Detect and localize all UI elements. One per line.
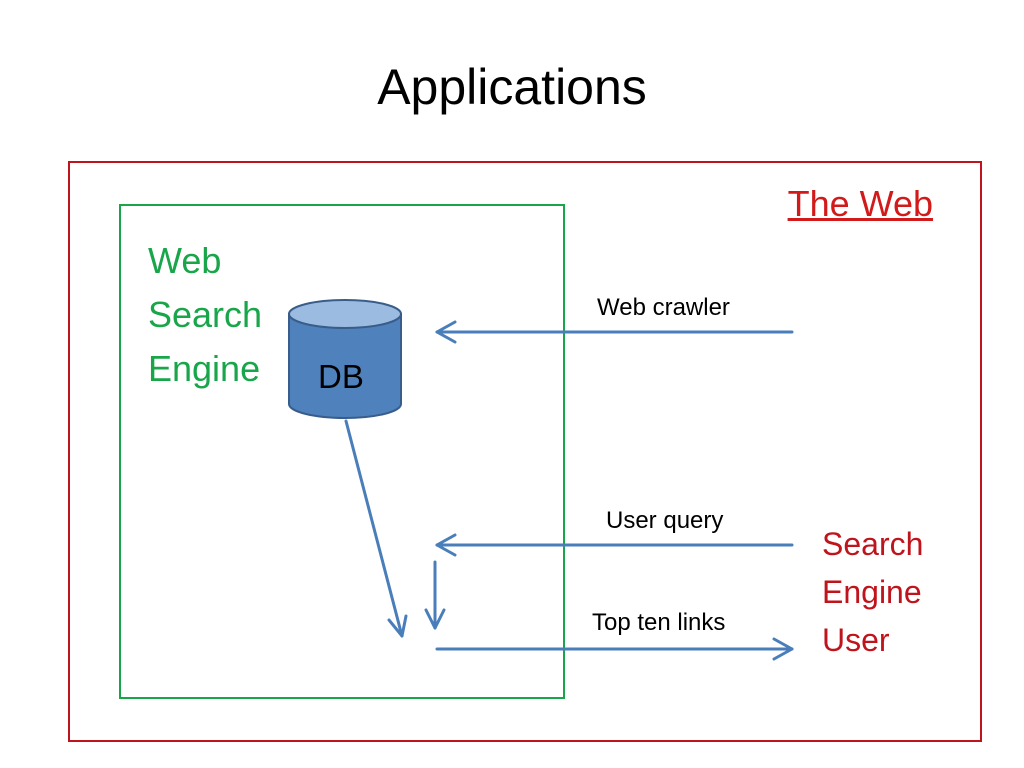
query-down-arrow <box>424 560 446 630</box>
web-crawler-arrow <box>435 320 794 344</box>
search-engine-user-label-line: Search <box>822 526 924 562</box>
database-label: DB <box>318 358 364 395</box>
top-ten-links-arrow <box>435 637 794 661</box>
user-query-arrow <box>435 533 794 557</box>
database-output-arrow <box>344 419 408 638</box>
search-engine-label-line: Search <box>148 294 263 335</box>
web-label: The Web <box>787 183 933 224</box>
search-engine-boundary <box>119 204 565 699</box>
search-engine-label: Web Search Engine <box>148 234 262 396</box>
search-engine-user-label-line: Engine <box>822 574 922 610</box>
top-ten-links-label: Top ten links <box>592 609 726 636</box>
search-engine-user-label: Search Engine User <box>822 520 923 664</box>
web-boundary <box>68 161 982 742</box>
search-engine-label-line: Engine <box>148 348 261 389</box>
database-cylinder-icon <box>288 299 402 419</box>
user-query-label: User query <box>606 507 724 534</box>
web-crawler-label: Web crawler <box>597 294 730 321</box>
search-engine-user-label-line: User <box>822 622 890 658</box>
search-engine-label-line: Web <box>148 240 222 281</box>
slide-title: Applications <box>377 59 647 115</box>
